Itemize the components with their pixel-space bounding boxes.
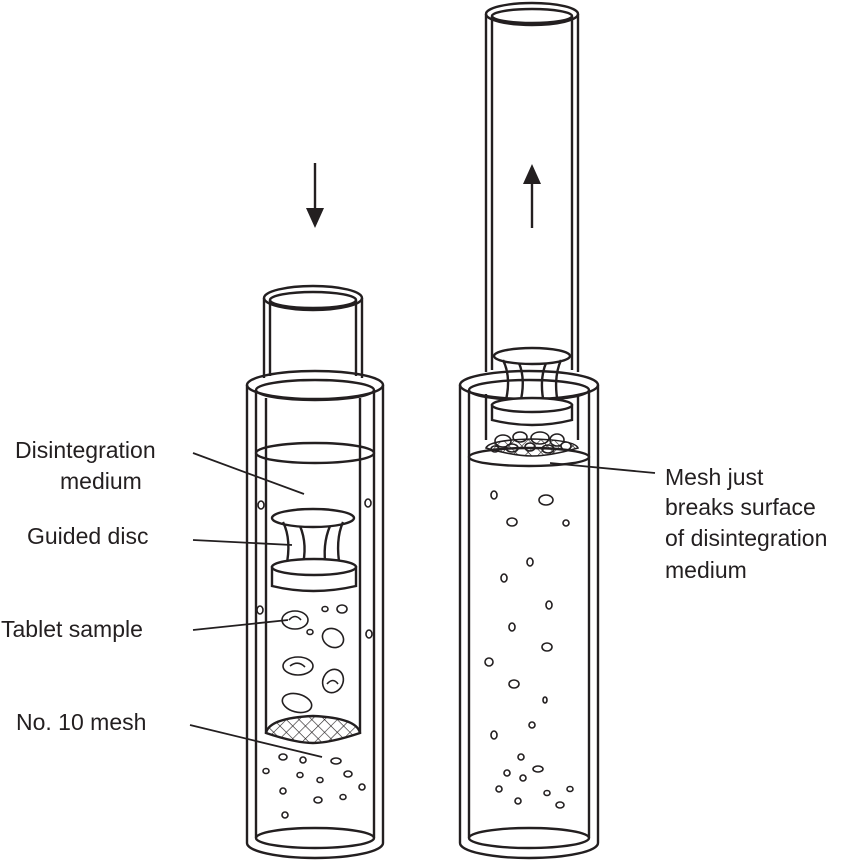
label-guided-disc: Guided disc [27,523,148,549]
right-guided-disc [490,346,574,427]
label-tablet-sample: Tablet sample [1,616,143,642]
left-apparatus [189,163,385,860]
label-mesh-note-2: breaks surface [665,494,816,520]
left-leader-lines [189,452,323,758]
down-arrow-icon [306,163,324,228]
left-guided-disc [270,507,358,593]
left-particles [256,498,373,819]
left-inner-tube [262,284,364,733]
left-no10-mesh [264,714,362,745]
label-mesh-note-3: of disintegration [665,525,827,551]
left-outer-tube [245,369,385,860]
labels: Disintegration medium Guided disc Tablet… [1,437,827,735]
right-apparatus [458,1,656,860]
right-leader-line [549,462,656,474]
label-mesh-note-1: Mesh just [665,464,764,490]
label-disintegration-medium-1: Disintegration [15,437,156,463]
right-mesh-surface [467,438,591,468]
left-tablets [281,604,348,714]
label-disintegration-medium-2: medium [60,468,142,494]
up-arrow-icon [523,164,541,228]
right-outer-tube [458,369,600,860]
label-no10-mesh: No. 10 mesh [16,709,146,735]
label-mesh-note-4: medium [665,557,747,583]
right-inner-tube [484,1,580,440]
right-particles [484,490,574,809]
left-liquid-surface [254,441,376,465]
